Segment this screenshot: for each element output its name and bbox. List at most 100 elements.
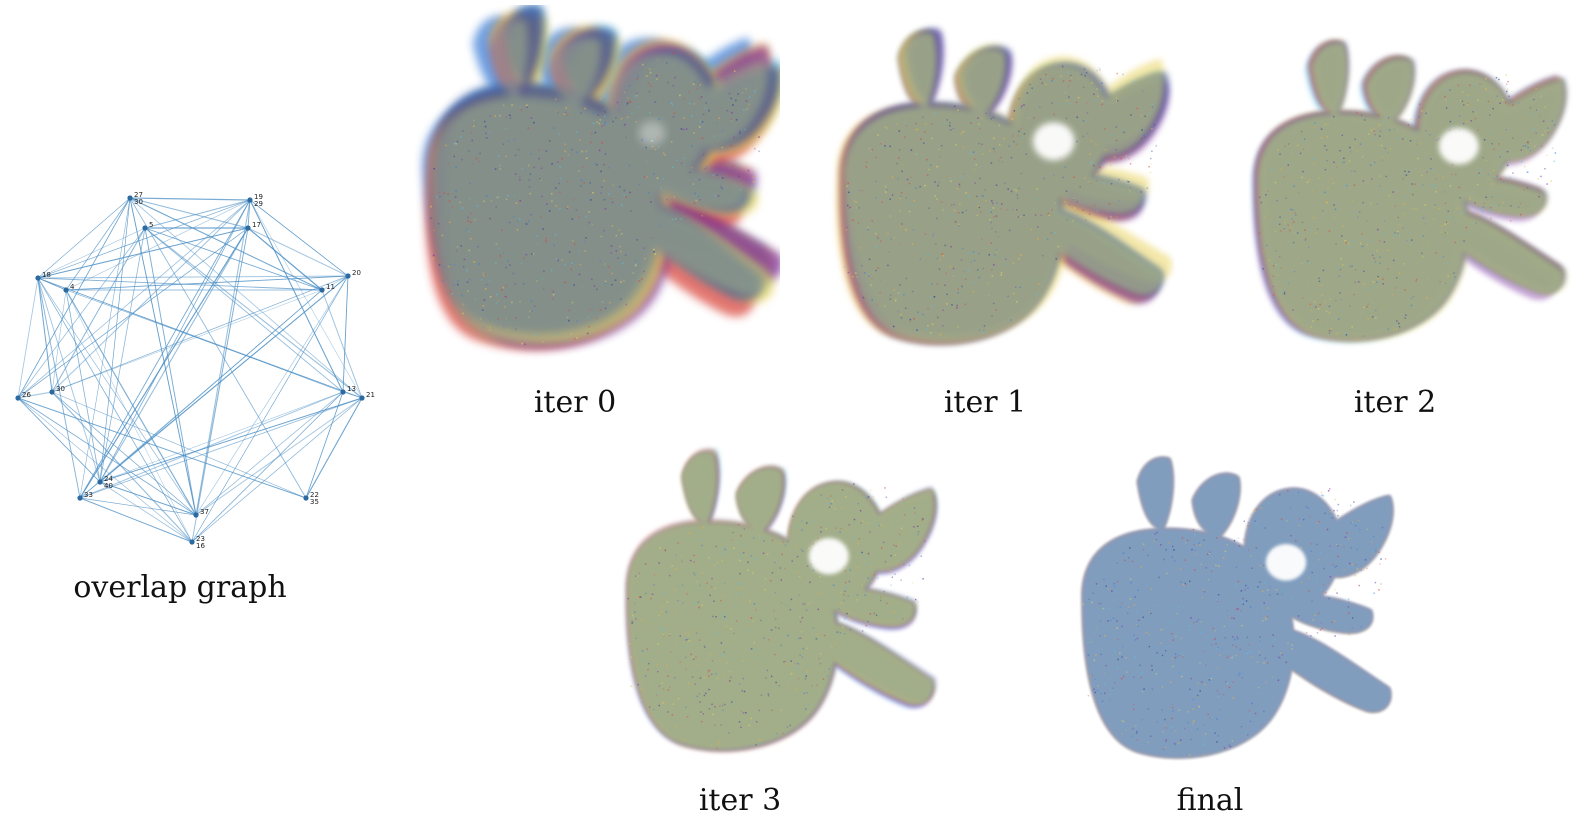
- consensus-surface: [627, 452, 935, 750]
- graph-node-label: 21: [366, 391, 375, 399]
- graph-edge: [51, 391, 307, 499]
- graph-node-label: 27: [134, 191, 143, 199]
- graph-node: 11: [319, 283, 335, 293]
- graph-node-label: 29: [254, 200, 263, 208]
- graph-edge: [17, 277, 39, 399]
- graph-edge: [65, 289, 101, 483]
- graph-node: 18: [35, 271, 51, 281]
- graph-node: 17: [245, 221, 261, 231]
- graph-edge: [51, 391, 193, 543]
- graph-edge: [144, 227, 197, 516]
- overlap-graph-caption: overlap graph: [73, 570, 287, 605]
- graph-edge: [249, 199, 349, 277]
- graph-edge: [321, 275, 349, 291]
- vertebra-panel-iter2: [1230, 30, 1575, 365]
- vertebra-scan-final: [1081, 457, 1394, 759]
- graph-edge: [65, 289, 193, 543]
- graph-node-label: 35: [310, 498, 319, 506]
- graph-edge: [37, 275, 349, 279]
- graph-edge: [249, 199, 363, 399]
- graph-edge: [17, 199, 251, 399]
- vertebra-layers: [625, 448, 938, 752]
- graph-edge: [79, 391, 344, 499]
- graph-edge: [99, 397, 363, 483]
- graph-edge: [51, 391, 197, 516]
- graph-node-label: 24: [104, 475, 113, 483]
- caption-iter0: iter 0: [533, 385, 617, 420]
- graph-edge: [79, 289, 323, 499]
- graph-edge: [17, 391, 53, 399]
- graph-node: 20: [345, 269, 361, 279]
- graph-edge: [195, 275, 349, 516]
- graph-node-label: 20: [352, 269, 361, 277]
- graph-edge: [305, 397, 363, 499]
- graph-node-label: 11: [326, 283, 335, 291]
- vertebral-foramen: [808, 538, 849, 575]
- graph-edge: [37, 277, 101, 483]
- graph-edge: [191, 227, 249, 543]
- vertebra-panel-iter1: [815, 20, 1175, 365]
- graph-node: 5: [142, 221, 153, 231]
- graph-edge: [65, 275, 349, 291]
- graph-edge: [144, 199, 251, 229]
- caption-final: final: [1176, 783, 1244, 818]
- graph-edge: [37, 277, 193, 543]
- graph-edge: [37, 277, 344, 393]
- graph-edges: [17, 197, 363, 543]
- graph-node: 37: [193, 508, 209, 518]
- caption-iter2: iter 2: [1353, 385, 1437, 420]
- graph-edge: [79, 497, 197, 516]
- graph-edge: [99, 197, 131, 483]
- graph-edge: [79, 227, 249, 499]
- graph-node: 4: [63, 283, 75, 293]
- point-speckle: [627, 483, 926, 750]
- vertebra-layers: [836, 28, 1172, 344]
- vertebra-panel-final: [1055, 445, 1405, 775]
- graph-edge: [191, 397, 363, 543]
- graph-edge: [37, 197, 131, 279]
- graph-edge: [79, 199, 251, 499]
- graph-edge: [37, 277, 197, 516]
- graph-edge: [144, 227, 344, 393]
- graph-node: 33: [77, 491, 93, 501]
- graph-edge: [79, 397, 363, 499]
- vertebra-scan-iter1: [836, 28, 1172, 344]
- graph-node-label: 18: [42, 271, 51, 279]
- graph-edge: [17, 397, 101, 483]
- graph-node: 21: [359, 391, 375, 401]
- graph-edge: [247, 227, 349, 277]
- vertebra-panel-iter3: [600, 440, 945, 775]
- graph-edge: [65, 289, 197, 516]
- graph-edge: [191, 391, 344, 543]
- vertebral-foramen: [1032, 122, 1075, 161]
- graph-edge: [51, 289, 323, 393]
- graph-edge: [247, 227, 323, 291]
- graph-edge: [37, 227, 249, 279]
- graph-edge: [99, 227, 249, 483]
- graph-node-label: 22: [310, 491, 319, 499]
- graph-node-label: 33: [84, 491, 93, 499]
- graph-edge: [37, 227, 146, 279]
- vertebra-scan-iter0: [422, 5, 780, 350]
- vertebral-foramen: [638, 121, 666, 145]
- point-speckle: [1082, 488, 1387, 756]
- graph-node-label: 23: [196, 535, 205, 543]
- graph-edge: [191, 275, 349, 543]
- graph-node-label: 37: [200, 508, 209, 516]
- graph-node: 13: [340, 385, 356, 395]
- graph-edge: [321, 289, 363, 399]
- graph-edge: [129, 197, 251, 201]
- graph-edge: [99, 481, 193, 543]
- graph-edge: [342, 275, 349, 393]
- vertebra-layers: [1081, 457, 1394, 759]
- graph-node-label: 30: [56, 385, 65, 393]
- graph-edge: [129, 197, 249, 229]
- graph-edge: [79, 497, 193, 543]
- graph-edge: [37, 277, 53, 393]
- graph-node-label: 30: [134, 198, 143, 206]
- vertebra-layers: [1252, 39, 1567, 343]
- vertebra-scan-iter3: [625, 448, 938, 752]
- graph-edge: [129, 197, 307, 499]
